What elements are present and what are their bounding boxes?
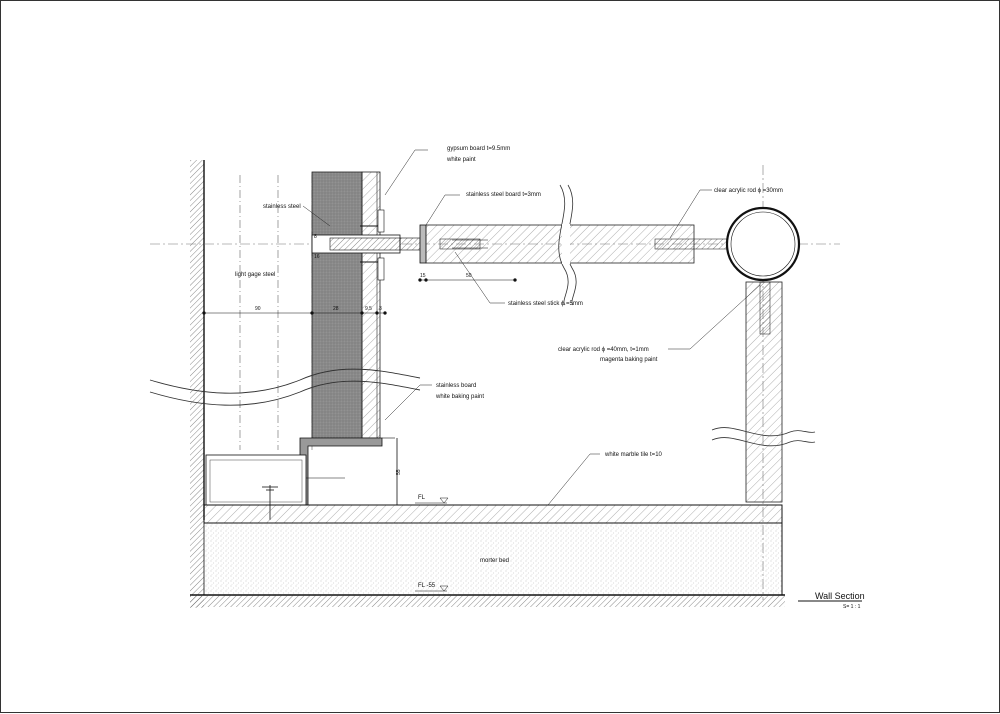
dim-15: 15 [420, 273, 426, 279]
label-stainless-steel-board: stainless steel board t=3mm [466, 192, 541, 198]
dim-3: 3 [379, 306, 382, 312]
acrylic-arm [425, 184, 728, 306]
dimension-lines [202, 232, 517, 506]
label-stainless-steel-stick: stainless steel stick ϕ =5mm [508, 301, 583, 307]
label-fl: FL [418, 495, 426, 501]
dim-90: 90 [255, 306, 261, 312]
drawing-scale: S= 1 : 1 [843, 604, 861, 610]
finish-layer [361, 171, 381, 439]
light-gage-steel-lines [239, 175, 313, 450]
label-clear-acrylic-rod-40: clear acrylic rod ϕ =40mm, t=1mm [558, 347, 649, 353]
label-clear-acrylic-rod-30: clear acrylic rod ϕ =30mm [714, 188, 783, 194]
dim-8: 8 [314, 234, 317, 240]
dim-16: 16 [314, 254, 320, 260]
wall-break-lines [149, 368, 421, 406]
stainless-steel-anchor [311, 209, 421, 281]
dim-55: 55 [396, 469, 402, 475]
label-fl-minus: FL -55 [418, 583, 436, 589]
dim-28: 28 [333, 306, 339, 312]
dim-9-5: 9.5 [365, 306, 372, 312]
mortar-bed [203, 505, 783, 596]
label-light-gage-steel: light gage steel [235, 272, 275, 278]
marble-tile [203, 504, 783, 524]
label-morter-bed: morter bed [480, 558, 509, 564]
dim-50: 50 [466, 273, 472, 279]
fl-markers [415, 497, 449, 592]
leader-lines [302, 149, 761, 506]
label-white-baking-paint: white baking paint [435, 394, 484, 400]
label-stainless-steel: stainless steel [263, 204, 301, 210]
label-white-paint: white paint [446, 157, 476, 163]
label-gypsum-board: gypsum board t=9.5mm [447, 146, 510, 152]
gypsum-board-block [311, 171, 363, 439]
title-block: Wall Section S= 1 : 1 [798, 591, 865, 610]
acrylic-post [711, 281, 816, 503]
label-stainless-board: stainless board [436, 383, 476, 389]
stainless-steel-board-plate [419, 224, 427, 264]
drawing-title: Wall Section [815, 591, 865, 601]
label-white-marble-tile: white marble tile t=10 [604, 452, 663, 458]
stainless-board-angle [205, 437, 398, 506]
round-acrylic-rod [725, 206, 801, 282]
label-magenta-baking-paint: magenta baking paint [600, 357, 658, 363]
